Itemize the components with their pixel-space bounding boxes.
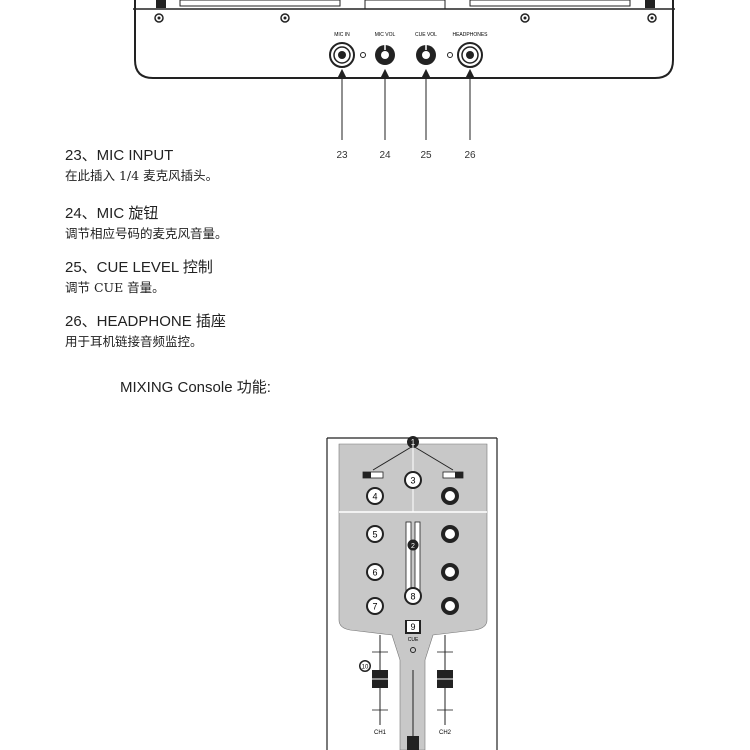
- level-meter-right: [414, 521, 421, 593]
- screw-icon: [647, 13, 657, 23]
- knob-icon: [441, 597, 459, 615]
- led-indicator: [410, 647, 416, 653]
- callout-arrows: [337, 68, 475, 140]
- screw-icon: [154, 13, 164, 23]
- mixing-console-diagram: 1 3 4 2 5 6 7: [326, 436, 498, 750]
- svg-text:3: 3: [410, 476, 415, 486]
- ch2-label: CH2: [439, 730, 452, 736]
- section-title-cue-level: 25、CUE LEVEL 控制: [65, 259, 213, 276]
- cue-vol-knob: [416, 45, 436, 65]
- svg-text:7: 7: [372, 602, 377, 612]
- svg-text:9: 9: [410, 622, 415, 632]
- led-indicator: [360, 52, 366, 58]
- jack-label-headphones: HEADPHONES: [452, 32, 488, 38]
- jack-label-cue-vol: CUE VOL: [415, 32, 437, 38]
- headphones-jack: [457, 42, 483, 68]
- callout-number: 25: [420, 150, 432, 161]
- knob-7: 7: [366, 597, 384, 615]
- section-body-headphone: 用于耳机链接音频监控。: [65, 334, 203, 349]
- knob-icon: [441, 525, 459, 543]
- cue-label: CUE: [408, 637, 419, 643]
- fader-ch2: [437, 635, 453, 725]
- marker-2: 2: [407, 539, 419, 551]
- svg-text:8: 8: [410, 592, 415, 602]
- level-meter-left: [405, 521, 412, 593]
- section-title-headphone: 26、HEADPHONE 插座: [65, 313, 226, 330]
- screw-icon: [280, 13, 290, 23]
- screw-icon: [520, 13, 530, 23]
- svg-text:5: 5: [372, 530, 377, 540]
- jack-label-mic-in: MIC IN: [334, 32, 350, 38]
- crossfader: [407, 670, 419, 750]
- knob-6: 6: [366, 563, 384, 581]
- mic-input-jack: [329, 42, 355, 68]
- knob-8: 8: [404, 587, 422, 605]
- knob-5: 5: [366, 525, 384, 543]
- rear-panel-diagram: MIC IN MIC VOL CUE VOL HEADPHONES: [133, 0, 675, 140]
- fader-ch1: [372, 635, 388, 725]
- svg-text:4: 4: [372, 492, 377, 502]
- knob-3: 3: [404, 471, 422, 489]
- svg-text:6: 6: [372, 568, 377, 578]
- section-title-mic-input: 23、MIC INPUT: [65, 147, 174, 164]
- mic-vol-knob: [375, 45, 395, 65]
- svg-text:1: 1: [411, 438, 416, 447]
- section-title-mic-knob: 24、MIC 旋钮: [65, 205, 159, 222]
- knob-icon: [441, 487, 459, 505]
- section-body-cue-level: 调节 CUE 音量。: [65, 280, 165, 295]
- marker-1: 1: [407, 436, 419, 448]
- svg-text:10: 10: [362, 665, 369, 671]
- svg-text:2: 2: [411, 543, 415, 550]
- ch1-label: CH1: [374, 730, 387, 736]
- knob-4: 4: [366, 487, 384, 505]
- knob-icon: [441, 563, 459, 581]
- marker-10: 10: [359, 660, 371, 672]
- led-indicator: [447, 52, 453, 58]
- callout-number: 23: [336, 150, 348, 161]
- callout-number: 26: [464, 150, 476, 161]
- jack-label-mic-vol: MIC VOL: [375, 32, 396, 38]
- callout-number: 24: [379, 150, 391, 161]
- section-body-mic-knob: 调节相应号码的麦克风音量。: [65, 226, 228, 241]
- cue-button-9: 9: [405, 620, 421, 634]
- section-body-mic-input: 在此插入 1/4 麦克风插头。: [65, 168, 219, 183]
- mixing-console-label: MIXING Console 功能:: [120, 379, 271, 396]
